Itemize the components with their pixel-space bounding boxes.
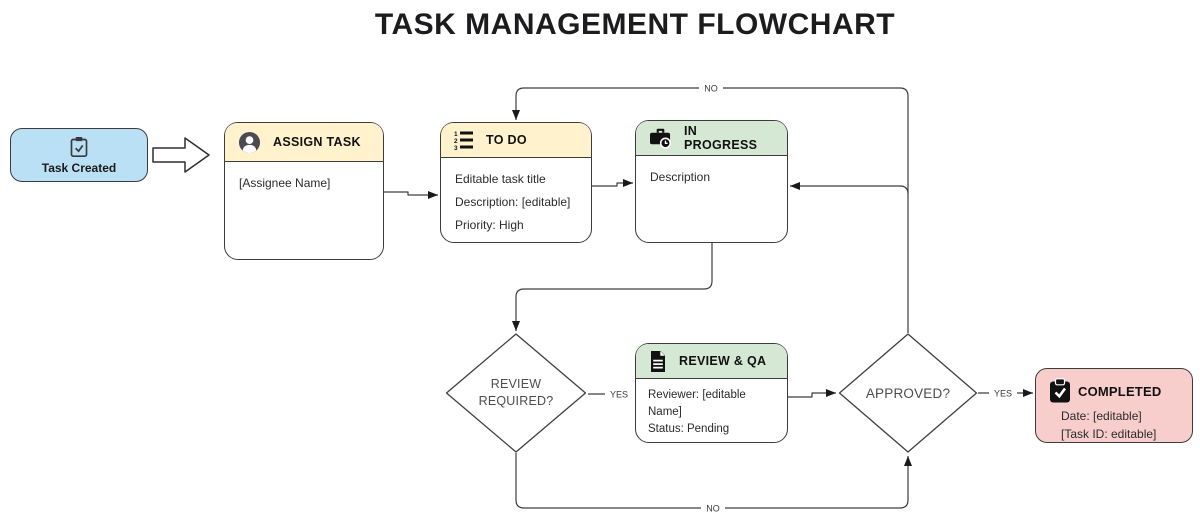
svg-text:3: 3 bbox=[454, 145, 458, 150]
node-body-line: Priority: High bbox=[455, 218, 524, 232]
svg-text:2: 2 bbox=[454, 138, 458, 145]
node-header: REVIEW & QA bbox=[636, 344, 787, 379]
node-header: ASSIGN TASK bbox=[225, 123, 383, 162]
edge-label-review-no-bottom: NO bbox=[706, 504, 720, 514]
node-body: Reviewer: [editable Name] Status: Pendin… bbox=[636, 379, 787, 446]
edge-review-no-to-approved bbox=[515, 453, 912, 509]
decision-review-required[interactable]: REVIEW REQUIRED? bbox=[445, 333, 587, 453]
node-body: [Assignee Name] bbox=[225, 162, 383, 205]
edge-inprogress-to-review bbox=[512, 243, 713, 331]
node-body: Description bbox=[636, 156, 787, 199]
node-body-line: Description: [editable] bbox=[455, 195, 571, 209]
node-header: IN PROGRESS bbox=[636, 121, 787, 156]
node-body-line: Status: Pending bbox=[648, 423, 730, 435]
node-body-line: Editable task title bbox=[455, 172, 546, 186]
node-task-created[interactable]: Task Created bbox=[10, 128, 148, 182]
node-body-line: Date: [editable] bbox=[1061, 409, 1142, 423]
briefcase-clock-icon bbox=[649, 128, 672, 149]
node-title: ASSIGN TASK bbox=[273, 135, 361, 149]
node-completed[interactable]: COMPLETED Date: [editable] [Task ID: edi… bbox=[1035, 368, 1193, 443]
node-in-progress[interactable]: IN PROGRESS Description bbox=[635, 120, 788, 243]
edge-assign-to-todo bbox=[384, 191, 438, 199]
edge-label-approved-yes: YES bbox=[994, 389, 1012, 399]
node-assign-task[interactable]: ASSIGN TASK [Assignee Name] bbox=[224, 122, 384, 260]
node-header: COMPLETED bbox=[1048, 378, 1182, 404]
node-title: REVIEW & QA bbox=[679, 354, 767, 368]
node-title: TO DO bbox=[486, 133, 527, 147]
page-title: TASK MANAGEMENT FLOWCHART bbox=[374, 8, 896, 41]
decision-label: APPROVED? bbox=[865, 385, 951, 401]
edge-label-approved-no-top: NO bbox=[704, 84, 718, 94]
svg-text:1: 1 bbox=[454, 131, 458, 138]
node-review-qa[interactable]: REVIEW & QA Reviewer: [editable Name] St… bbox=[635, 343, 788, 443]
node-label: Task Created bbox=[41, 160, 117, 175]
edge-label-review-yes: YES bbox=[610, 390, 628, 400]
edge-qa-to-approved bbox=[788, 389, 836, 398]
decision-label: REVIEW REQUIRED? bbox=[478, 377, 554, 408]
decision-approved[interactable]: APPROVED? bbox=[838, 333, 978, 453]
node-title: IN PROGRESS bbox=[684, 124, 758, 152]
document-icon bbox=[649, 350, 667, 372]
clipboard-check-icon bbox=[1048, 378, 1072, 404]
user-avatar-icon bbox=[238, 131, 261, 154]
node-body: Editable task title Description: [editab… bbox=[441, 158, 591, 247]
node-body-line: [Assignee Name] bbox=[239, 176, 331, 190]
node-title: COMPLETED bbox=[1078, 383, 1162, 399]
block-arrow-icon bbox=[152, 137, 210, 173]
clipboard-check-icon bbox=[69, 136, 89, 158]
edge-todo-to-inprogress bbox=[592, 179, 633, 187]
node-body-line: [Task ID: editable] bbox=[1061, 427, 1157, 441]
edge-approved-no-to-inprogress bbox=[790, 182, 909, 195]
node-body-line: Description bbox=[650, 170, 711, 184]
node-body-line: Reviewer: [editable Name] bbox=[648, 389, 746, 418]
